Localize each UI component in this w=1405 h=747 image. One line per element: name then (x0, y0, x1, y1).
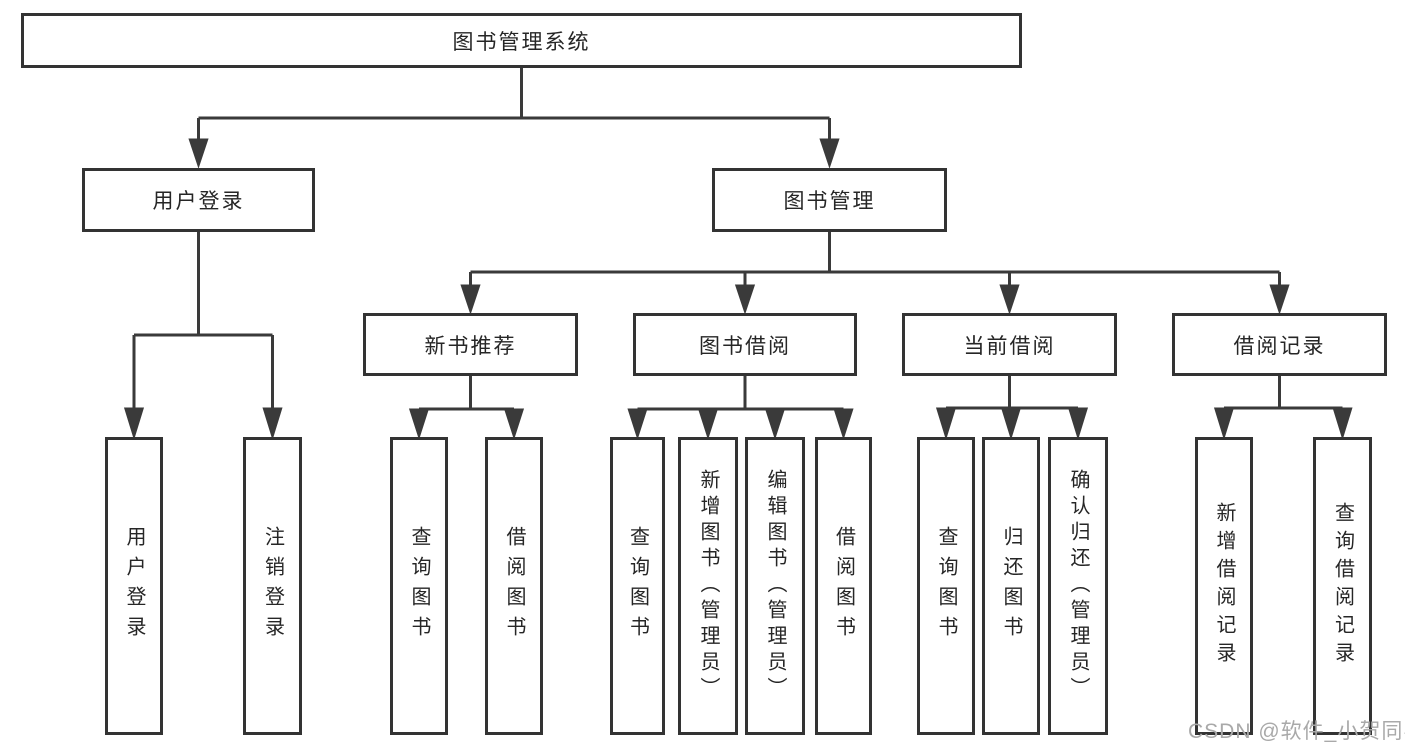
connector-book-mgmt (460, 232, 1290, 315)
leaf-search-books-2: 查询图书 (610, 437, 665, 735)
node-current-borrowing: 当前借阅 (902, 313, 1117, 376)
leaf-edit-books-admin: 编辑图书（管理员） (745, 437, 805, 735)
connector-new-books (408, 376, 525, 440)
leaf-user-login: 用户登录 (105, 437, 163, 735)
node-user-login: 用户登录 (82, 168, 315, 232)
leaf-borrow-books-1: 借阅图书 (485, 437, 543, 735)
connector-current-borrow (935, 376, 1089, 441)
node-book-borrowing: 图书借阅 (633, 313, 857, 376)
connector-borrow-records (1213, 376, 1353, 441)
leaf-search-books-3: 查询图书 (917, 437, 975, 735)
node-library-system: 图书管理系统 (21, 13, 1022, 68)
node-borrowing-records: 借阅记录 (1172, 313, 1387, 376)
connector-root (188, 68, 840, 169)
leaf-confirm-return-admin: 确认归还（管理员） (1048, 437, 1108, 735)
leaf-add-borrow-record: 新增借阅记录 (1195, 437, 1253, 735)
node-new-book-recommend: 新书推荐 (363, 313, 578, 376)
leaf-logout: 注销登录 (243, 437, 302, 735)
csdn-watermark: CSDN @软件_小贺同学 (1188, 720, 1405, 743)
leaf-add-books-admin: 新增图书（管理员） (678, 437, 738, 735)
leaf-borrow-books-2: 借阅图书 (815, 437, 872, 735)
leaf-return-books: 归还图书 (982, 437, 1040, 735)
leaf-search-borrow-record: 查询借阅记录 (1313, 437, 1372, 735)
leaf-search-books-1: 查询图书 (390, 437, 448, 735)
connector-user-login (123, 232, 283, 441)
connector-book-borrow (627, 376, 854, 440)
node-book-management: 图书管理 (712, 168, 947, 232)
